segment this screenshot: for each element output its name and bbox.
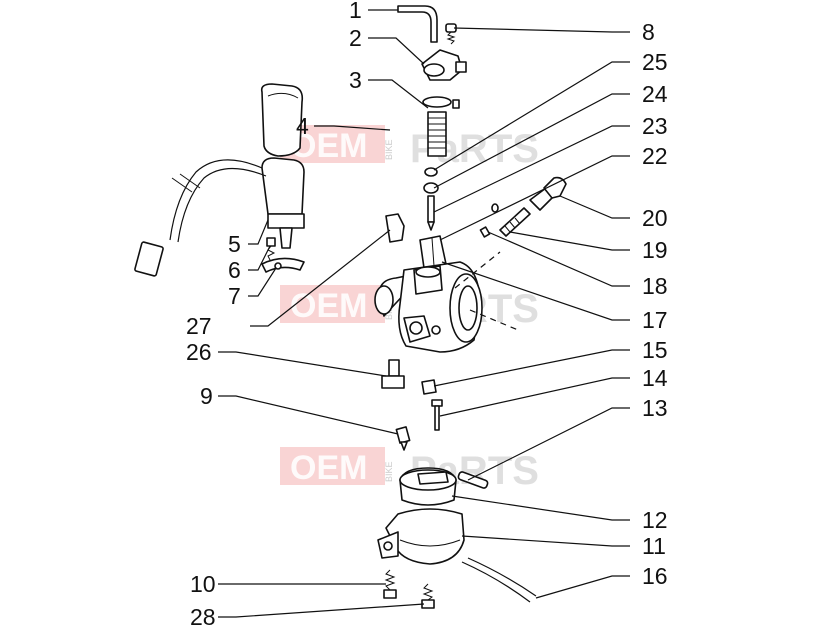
part-10-28-screws	[383, 569, 435, 609]
part-16-drain-hose	[461, 557, 537, 603]
label-18: 18	[642, 273, 668, 299]
label-24: 24	[642, 81, 668, 107]
label-14: 14	[642, 365, 668, 391]
label-26: 26	[186, 339, 212, 365]
carburetor-body	[374, 251, 519, 353]
label-6: 6	[228, 257, 241, 283]
label-15: 15	[642, 337, 668, 363]
part-3-spring	[422, 96, 460, 157]
svg-text:OEM: OEM	[290, 287, 367, 325]
label-8: 8	[642, 19, 655, 45]
label-28: 28	[190, 604, 216, 629]
part-17-22-slide	[419, 235, 447, 269]
part-1-choke-cable	[397, 5, 438, 43]
svg-text:OEM: OEM	[290, 449, 367, 487]
label-16: 16	[642, 563, 668, 589]
label-12: 12	[642, 507, 668, 533]
label-4: 4	[296, 113, 309, 139]
leader-lines	[218, 9, 630, 618]
label-27: 27	[186, 313, 212, 339]
part-2-choke-cover	[421, 49, 467, 81]
part-18-19-20-fitting	[479, 176, 567, 238]
part-26-drain-screw	[381, 359, 405, 389]
part-24-25-needle	[423, 167, 439, 231]
label-11: 11	[642, 533, 666, 559]
part-11-float-bowl	[377, 508, 465, 565]
svg-text:BIKE: BIKE	[384, 139, 394, 160]
part-4-rubber-cap	[260, 83, 304, 157]
label-17: 17	[642, 307, 668, 333]
part-5-auto-choke	[134, 157, 305, 277]
part-6-7-screw-bracket	[261, 237, 305, 273]
part-8-screw	[445, 23, 457, 45]
label-19: 19	[642, 237, 668, 263]
label-25: 25	[642, 49, 668, 75]
label-22: 22	[642, 143, 668, 169]
label-10: 10	[190, 571, 216, 597]
watermark-top: OEM BIKE PaRTS	[280, 125, 539, 171]
part-14-jet-holder	[431, 399, 443, 431]
svg-text:BIKE: BIKE	[384, 461, 394, 482]
label-20: 20	[642, 205, 668, 231]
label-7: 7	[228, 283, 241, 309]
label-13: 13	[642, 395, 668, 421]
label-2: 2	[349, 25, 362, 51]
part-27-plug	[385, 213, 405, 243]
part-15-jet	[421, 379, 437, 395]
label-3: 3	[349, 67, 362, 93]
watermark-bottom: OEM BIKE PaRTS	[280, 447, 539, 493]
part-9-needle-valve	[395, 426, 411, 451]
svg-text:OEM: OEM	[290, 127, 367, 165]
part-12-float	[399, 467, 457, 506]
label-5: 5	[228, 231, 241, 257]
label-9: 9	[200, 383, 213, 409]
label-1: 1	[349, 0, 362, 23]
label-23: 23	[642, 113, 668, 139]
